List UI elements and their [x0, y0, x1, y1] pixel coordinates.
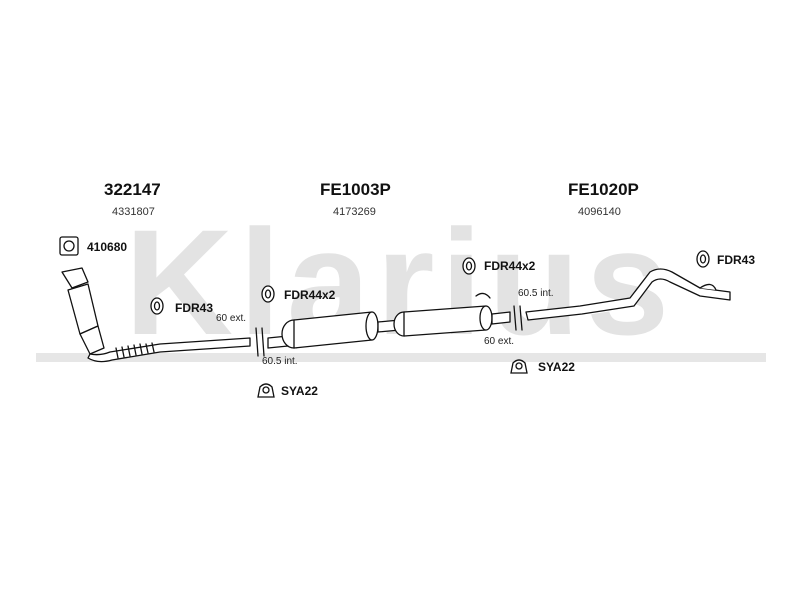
- front-pipe-icon: [87, 337, 251, 363]
- note-right-int: 60.5 int.: [518, 288, 554, 299]
- gasket-icon: [59, 236, 79, 256]
- joint-tick-right: [513, 305, 523, 331]
- ref-number-middle-silencer: 4173269: [333, 206, 376, 218]
- note-right-ext: 60 ext.: [484, 336, 515, 347]
- rear-pipe-icon: [525, 268, 731, 321]
- part-number-catalytic: 322147: [104, 180, 161, 199]
- gasket-label: 410680: [87, 240, 128, 254]
- rubber-hanger-icon: [696, 250, 710, 268]
- note-left-ext: 60 ext.: [216, 313, 247, 324]
- rubber-hanger-icon: [462, 257, 476, 275]
- hanger-rear-label: FDR43: [717, 253, 756, 267]
- rear-hanger-hook-icon: [699, 283, 717, 291]
- hanger-hook-icon: [475, 292, 491, 299]
- note-left-int: 60.5 int.: [262, 356, 298, 367]
- part-number-rear-pipe: FE1020P: [568, 180, 639, 199]
- ref-number-catalytic: 4331807: [112, 206, 155, 218]
- clamp-left-label: SYA22: [281, 384, 318, 398]
- clamp-right-label: SYA22: [538, 360, 575, 374]
- clamp-icon: [510, 359, 528, 374]
- rubber-hanger-icon: [150, 297, 164, 315]
- ref-number-rear-pipe: 4096140: [578, 206, 621, 218]
- catalytic-converter-icon: [61, 267, 105, 355]
- rubber-hanger-icon: [261, 285, 275, 303]
- hanger-mid1-label: FDR44x2: [284, 288, 336, 302]
- part-number-middle-silencer: FE1003P: [320, 180, 391, 199]
- watermark-bar: [36, 353, 766, 362]
- clamp-icon: [257, 383, 275, 398]
- joint-tick-left: [255, 327, 265, 357]
- hanger-mid2-label: FDR44x2: [484, 259, 536, 273]
- middle-silencer-icon: [267, 292, 511, 349]
- hanger-front-label: FDR43: [175, 301, 214, 315]
